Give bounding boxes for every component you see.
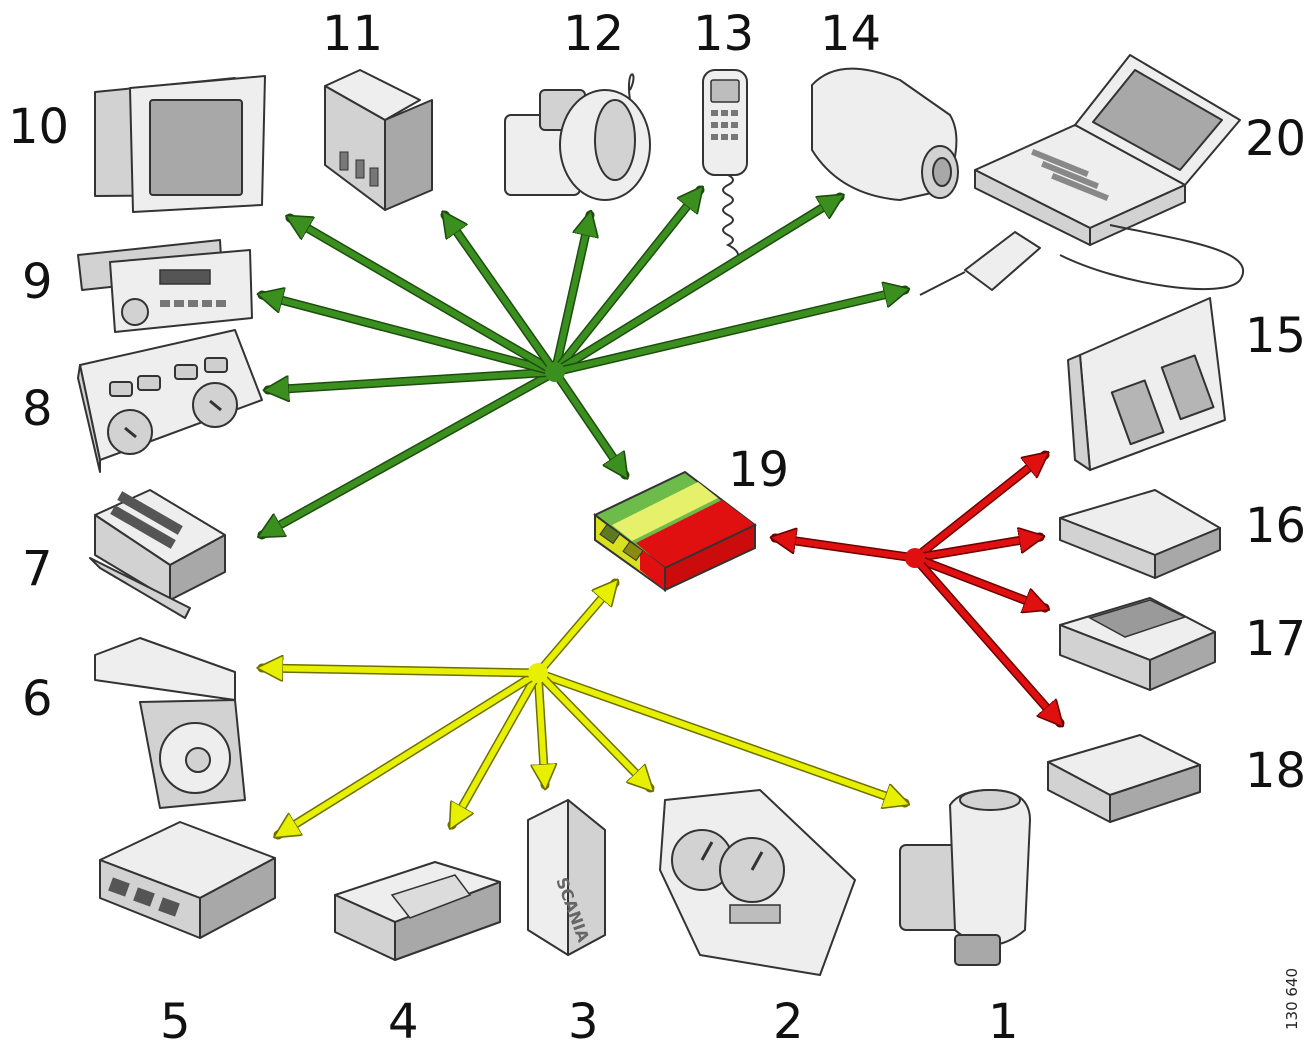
label-18: 18 — [1245, 743, 1306, 799]
green-network-arrow-to-8 — [268, 369, 558, 390]
green-network-arrow-to-20 — [552, 290, 905, 375]
label-12: 12 — [563, 6, 624, 62]
yellow-network-arrow-to-5 — [278, 670, 541, 835]
yellow-network — [262, 583, 905, 840]
label-9: 9 — [22, 254, 53, 310]
label-5: 5 — [160, 994, 191, 1046]
device-16-control-unit — [1059, 489, 1221, 579]
red-network-arrow-to-17 — [912, 555, 1045, 608]
label-10: 10 — [8, 99, 69, 155]
red-network-arrow-to-18 — [912, 555, 1060, 723]
label-8: 8 — [22, 381, 53, 437]
label-16: 16 — [1245, 498, 1306, 554]
red-network-arrow-to-16 — [912, 537, 1040, 561]
label-11: 11 — [322, 6, 383, 62]
yellow-network-arrow-to-2 — [535, 670, 650, 788]
label-4: 4 — [388, 994, 419, 1046]
device-17-control-unit — [1059, 597, 1216, 691]
green-network-arrow-to-9 — [262, 295, 558, 375]
label-15: 15 — [1245, 308, 1306, 364]
device-10-display — [94, 75, 266, 213]
reference-number: 130 640 — [1283, 968, 1301, 1030]
label-17: 17 — [1245, 611, 1306, 667]
green-network — [262, 190, 905, 540]
label-6: 6 — [22, 671, 53, 727]
device-7-control-unit — [89, 489, 226, 619]
green-network-arrow-to-11 — [445, 215, 558, 375]
label-13: 13 — [693, 6, 754, 62]
green-network-arrow-to-19 — [552, 369, 625, 475]
label-20: 20 — [1245, 111, 1306, 167]
green-network-arrow-to-12 — [552, 215, 590, 375]
device-4-control-unit — [334, 861, 501, 961]
central-unit-19 — [593, 470, 757, 592]
label-7: 7 — [22, 541, 53, 597]
device-9-radio — [77, 239, 253, 333]
red-network-arrow-to-15 — [912, 455, 1045, 561]
device-3-scania-control-unit: SCANIA — [527, 799, 606, 956]
network-arrows — [262, 190, 1060, 840]
device-2-instrument-cluster — [659, 789, 856, 976]
green-network-arrow-to-10 — [290, 218, 558, 375]
red-network-hub — [905, 548, 925, 568]
device-14-tank — [811, 67, 959, 201]
device-15-engine-control-unit — [1067, 297, 1226, 471]
label-19: 19 — [728, 442, 789, 498]
label-14: 14 — [820, 6, 881, 62]
device-6-tachograph — [94, 637, 246, 809]
green-network-hub — [545, 362, 565, 382]
device-13-remote-handset — [702, 69, 748, 256]
yellow-network-arrow-to-6 — [262, 668, 541, 673]
device-11-relay-unit — [324, 69, 433, 211]
device-12-heater — [504, 73, 651, 201]
yellow-network-arrow-to-1 — [535, 670, 905, 803]
label-1: 1 — [988, 994, 1019, 1046]
device-1-air-processing-unit — [899, 789, 1031, 966]
yellow-network-arrow-to-19 — [535, 583, 615, 676]
red-network — [775, 450, 1060, 723]
device-8-climate-panel — [77, 329, 263, 473]
yellow-network-arrow-to-4 — [452, 670, 541, 825]
green-network-arrow-to-7 — [262, 369, 558, 535]
device-20-laptop — [919, 54, 1244, 296]
red-network-arrow-to-19 — [775, 538, 918, 561]
label-2: 2 — [773, 994, 804, 1046]
yellow-network-hub — [528, 663, 548, 683]
device-18-control-unit — [1047, 734, 1201, 823]
device-5-control-unit — [99, 821, 276, 939]
green-network-arrow-to-13 — [552, 190, 700, 375]
label-3: 3 — [568, 994, 599, 1046]
green-network-arrow-to-14 — [552, 197, 840, 375]
yellow-network-arrow-to-3 — [538, 670, 545, 785]
